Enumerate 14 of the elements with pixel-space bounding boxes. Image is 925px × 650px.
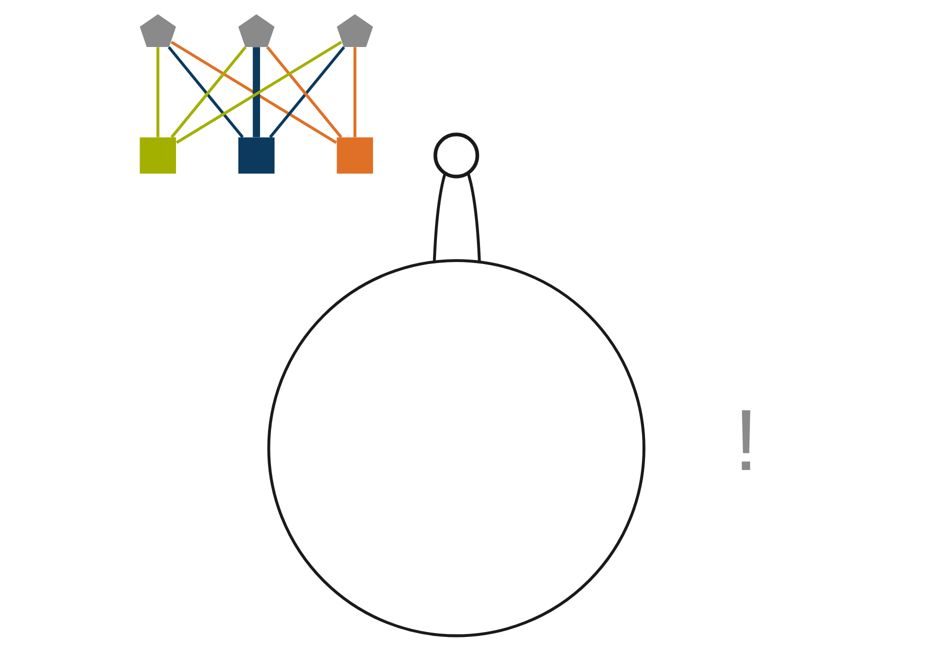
node-pentagon bbox=[336, 14, 374, 47]
node-circle bbox=[267, 259, 646, 638]
node-box bbox=[140, 137, 176, 174]
node-circle bbox=[434, 132, 480, 178]
connector bbox=[432, 172, 446, 262]
node-pentagon bbox=[140, 14, 176, 47]
node-box bbox=[238, 137, 275, 174]
connector bbox=[353, 47, 356, 138]
node-pentagon bbox=[238, 14, 275, 47]
connector bbox=[156, 47, 160, 138]
connector bbox=[252, 47, 260, 138]
label: ! bbox=[734, 392, 758, 489]
node-box bbox=[336, 137, 374, 174]
connector bbox=[466, 172, 481, 262]
